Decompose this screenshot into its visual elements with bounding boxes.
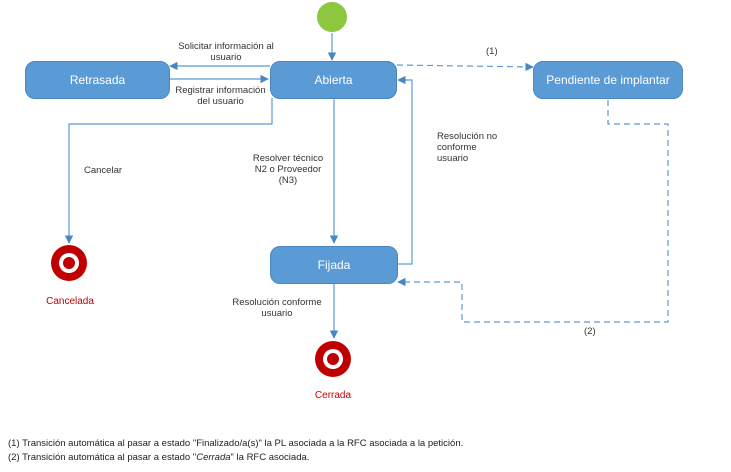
state-pendiente-de-implantar: Pendiente de implantar (533, 61, 683, 99)
label-cancelada: Cancelada (46, 296, 94, 307)
label-resolucion-no-conforme: Resolución no conforme usuario (437, 131, 498, 164)
label-cerrada: Cerrada (314, 390, 352, 401)
label-registrar-informacion: Registrar información del usuario (175, 85, 266, 107)
label-resolver-tecnico: Resolver técnico N2 o Proveedor (N3) (252, 153, 324, 186)
label-resolucion-conforme: Resolución conforme usuario (232, 297, 322, 319)
state-fijada: Fijada (270, 246, 398, 284)
final-node-cerrada (315, 341, 351, 377)
label-transition-1: (1) (486, 46, 498, 57)
label-solicitar-informacion: Solicitar información al usuario (178, 41, 274, 63)
footnote-1: (1) Transición automática al pasar a est… (8, 438, 464, 449)
footnote-2: (2) Transición automática al pasar a est… (8, 452, 309, 463)
label-cancelar: Cancelar (84, 165, 123, 176)
arrow-pendiente-to-fijada (397, 100, 669, 323)
label-transition-2: (2) (584, 326, 596, 337)
arrow-fijada-to-abierta (397, 75, 413, 265)
arrow-abierta-to-pendiente (396, 62, 534, 72)
footnote-2-suffix: " la RFC asociada. (230, 452, 310, 463)
footnote-2-italic: Cerrada (196, 452, 231, 463)
arrow-abierta-to-cancelada (64, 98, 273, 244)
state-retrasada: Retrasada (25, 61, 170, 99)
footnote-2-prefix: (2) Transición automática al pasar a est… (8, 452, 197, 463)
state-abierta: Abierta (270, 61, 397, 99)
final-node-cancelada (51, 245, 87, 281)
initial-node (317, 2, 347, 32)
